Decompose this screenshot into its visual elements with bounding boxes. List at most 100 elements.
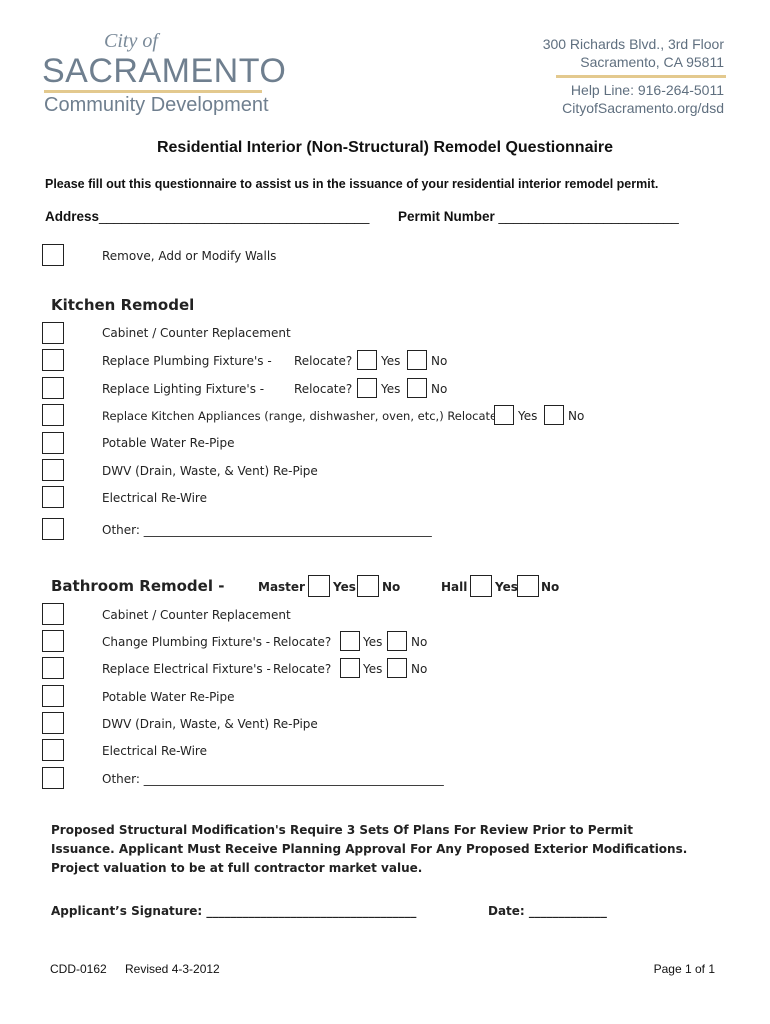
kitchen-water-label: Potable Water Re-Pipe [102, 436, 235, 450]
kitchen-other-checkbox[interactable] [42, 518, 64, 540]
walls-label: Remove, Add or Modify Walls [102, 249, 277, 263]
kitchen-plumbing-no-label: No [431, 354, 448, 368]
bathroom-hall-yes-checkbox[interactable] [470, 575, 492, 597]
bathroom-heading-dash: - [218, 577, 225, 595]
bathroom-other-checkbox[interactable] [42, 767, 64, 789]
footer-page: Page 1 of 1 [653, 962, 715, 976]
kitchen-appliances-no-label: No [568, 409, 585, 423]
bathroom-other-label: Other: [102, 772, 140, 786]
logo-city-of: City of [104, 30, 158, 52]
address-label: Address [45, 209, 100, 224]
bathroom-electrical-label: Electrical Re-Wire [102, 744, 207, 758]
bathroom-plumbing-yes-label: Yes [363, 635, 383, 649]
kitchen-other-label: Other: [102, 523, 140, 537]
signature-field[interactable]: Applicant’s Signature: _________________… [51, 904, 416, 918]
walls-checkbox[interactable] [42, 244, 64, 266]
footer-code: CDD-0162 [50, 962, 107, 976]
kitchen-plumbing-yes-checkbox[interactable] [357, 350, 377, 370]
date-line: _____________ [528, 904, 607, 918]
kitchen-plumbing-label: Replace Plumbing Fixture's - [102, 354, 272, 368]
permit-line: ________________________ [498, 209, 679, 224]
kitchen-lighting-label: Replace Lighting Fixture's - [102, 382, 265, 396]
bathroom-electrical-fixture-relocate: Relocate? [273, 662, 332, 676]
kitchen-cabinet-checkbox[interactable] [42, 322, 64, 344]
kitchen-plumbing-yes-label: Yes [381, 354, 401, 368]
bathroom-plumbing-label: Change Plumbing Fixture's - [102, 635, 271, 649]
bathroom-dwv-label: DWV (Drain, Waste, & Vent) Re-Pipe [102, 717, 318, 731]
bathroom-other-field[interactable]: Other: _________________________________… [102, 772, 444, 786]
bathroom-master-no-label: No [382, 580, 401, 594]
contact-street: 300 Richards Blvd., 3rd Floor [542, 36, 724, 52]
logo-department: Community Development [44, 94, 269, 116]
kitchen-lighting-checkbox[interactable] [42, 377, 64, 399]
bathroom-electrical-fixture-yes-checkbox[interactable] [340, 658, 360, 678]
contact-city: Sacramento, CA 95811 [580, 54, 724, 70]
notice-line-3: Project valuation to be at full contract… [51, 861, 423, 875]
bathroom-plumbing-checkbox[interactable] [42, 630, 64, 652]
date-label: Date: [488, 904, 525, 918]
logo-rule [44, 90, 262, 93]
notice-line-2: Issuance. Applicant Must Receive Plannin… [51, 842, 688, 856]
kitchen-dwv-checkbox[interactable] [42, 459, 64, 481]
permit-field[interactable]: Permit Number ________________________ [398, 209, 679, 224]
kitchen-appliances-no-checkbox[interactable] [544, 405, 564, 425]
kitchen-electrical-label: Electrical Re-Wire [102, 491, 207, 505]
bathroom-plumbing-no-checkbox[interactable] [387, 631, 407, 651]
bathroom-heading-text: Bathroom Remodel [51, 577, 213, 595]
bathroom-hall-no-checkbox[interactable] [517, 575, 539, 597]
kitchen-electrical-checkbox[interactable] [42, 486, 64, 508]
bathroom-plumbing-relocate: Relocate? [273, 635, 332, 649]
kitchen-plumbing-relocate: Relocate? [294, 354, 353, 368]
kitchen-plumbing-checkbox[interactable] [42, 349, 64, 371]
form-instructions: Please fill out this questionnaire to as… [45, 177, 659, 191]
kitchen-lighting-relocate: Relocate? [294, 382, 353, 396]
form-title: Residential Interior (Non-Structural) Re… [156, 139, 614, 156]
bathroom-other-line: ________________________________________… [143, 772, 444, 786]
notice-line-1: Proposed Structural Modification's Requi… [51, 823, 633, 837]
bathroom-cabinet-checkbox[interactable] [42, 603, 64, 625]
bathroom-water-label: Potable Water Re-Pipe [102, 690, 235, 704]
bathroom-water-checkbox[interactable] [42, 685, 64, 707]
kitchen-appliances-label: Replace Kitchen Appliances (range, dishw… [102, 409, 504, 423]
bathroom-electrical-checkbox[interactable] [42, 739, 64, 761]
kitchen-cabinet-label: Cabinet / Counter Replacement [102, 326, 291, 340]
bathroom-master-yes-label: Yes [333, 580, 356, 594]
contact-rule [556, 75, 726, 78]
kitchen-plumbing-no-checkbox[interactable] [407, 350, 427, 370]
address-field[interactable]: Address_________________________________… [45, 209, 369, 224]
signature-line: ___________________________________ [206, 904, 417, 918]
address-line: ____________________________________ [99, 209, 370, 224]
kitchen-other-field[interactable]: Other: _________________________________… [102, 523, 432, 537]
kitchen-appliances-yes-checkbox[interactable] [494, 405, 514, 425]
permit-label: Permit Number [398, 209, 495, 224]
kitchen-heading: Kitchen Remodel [51, 296, 195, 314]
date-field[interactable]: Date: _____________ [488, 904, 607, 918]
bathroom-electrical-fixture-checkbox[interactable] [42, 657, 64, 679]
bathroom-plumbing-yes-checkbox[interactable] [340, 631, 360, 651]
bathroom-hall-no-label: No [541, 580, 560, 594]
bathroom-electrical-fixture-no-checkbox[interactable] [387, 658, 407, 678]
kitchen-dwv-label: DWV (Drain, Waste, & Vent) Re-Pipe [102, 464, 318, 478]
bathroom-hall-label: Hall [441, 580, 468, 594]
bathroom-master-label: Master [258, 580, 305, 594]
bathroom-heading: Bathroom Remodel - [51, 577, 224, 595]
bathroom-cabinet-label: Cabinet / Counter Replacement [102, 608, 291, 622]
kitchen-water-checkbox[interactable] [42, 432, 64, 454]
bathroom-electrical-fixture-no-label: No [411, 662, 428, 676]
kitchen-other-line: ________________________________________… [143, 523, 432, 537]
logo-sacramento: SACRAMENTO [42, 52, 287, 90]
kitchen-lighting-no-label: No [431, 382, 448, 396]
kitchen-appliances-checkbox[interactable] [42, 404, 64, 426]
bathroom-hall-yes-label: Yes [495, 580, 518, 594]
bathroom-dwv-checkbox[interactable] [42, 712, 64, 734]
bathroom-plumbing-no-label: No [411, 635, 428, 649]
kitchen-appliances-yes-label: Yes [518, 409, 538, 423]
bathroom-electrical-fixture-yes-label: Yes [363, 662, 383, 676]
kitchen-lighting-no-checkbox[interactable] [407, 378, 427, 398]
contact-help-line: Help Line: 916-264-5011 [570, 82, 724, 98]
bathroom-master-yes-checkbox[interactable] [308, 575, 330, 597]
kitchen-lighting-yes-checkbox[interactable] [357, 378, 377, 398]
bathroom-master-no-checkbox[interactable] [357, 575, 379, 597]
footer-revised: Revised 4-3-2012 [125, 962, 220, 976]
bathroom-electrical-fixture-label: Replace Electrical Fixture's - [102, 662, 271, 676]
